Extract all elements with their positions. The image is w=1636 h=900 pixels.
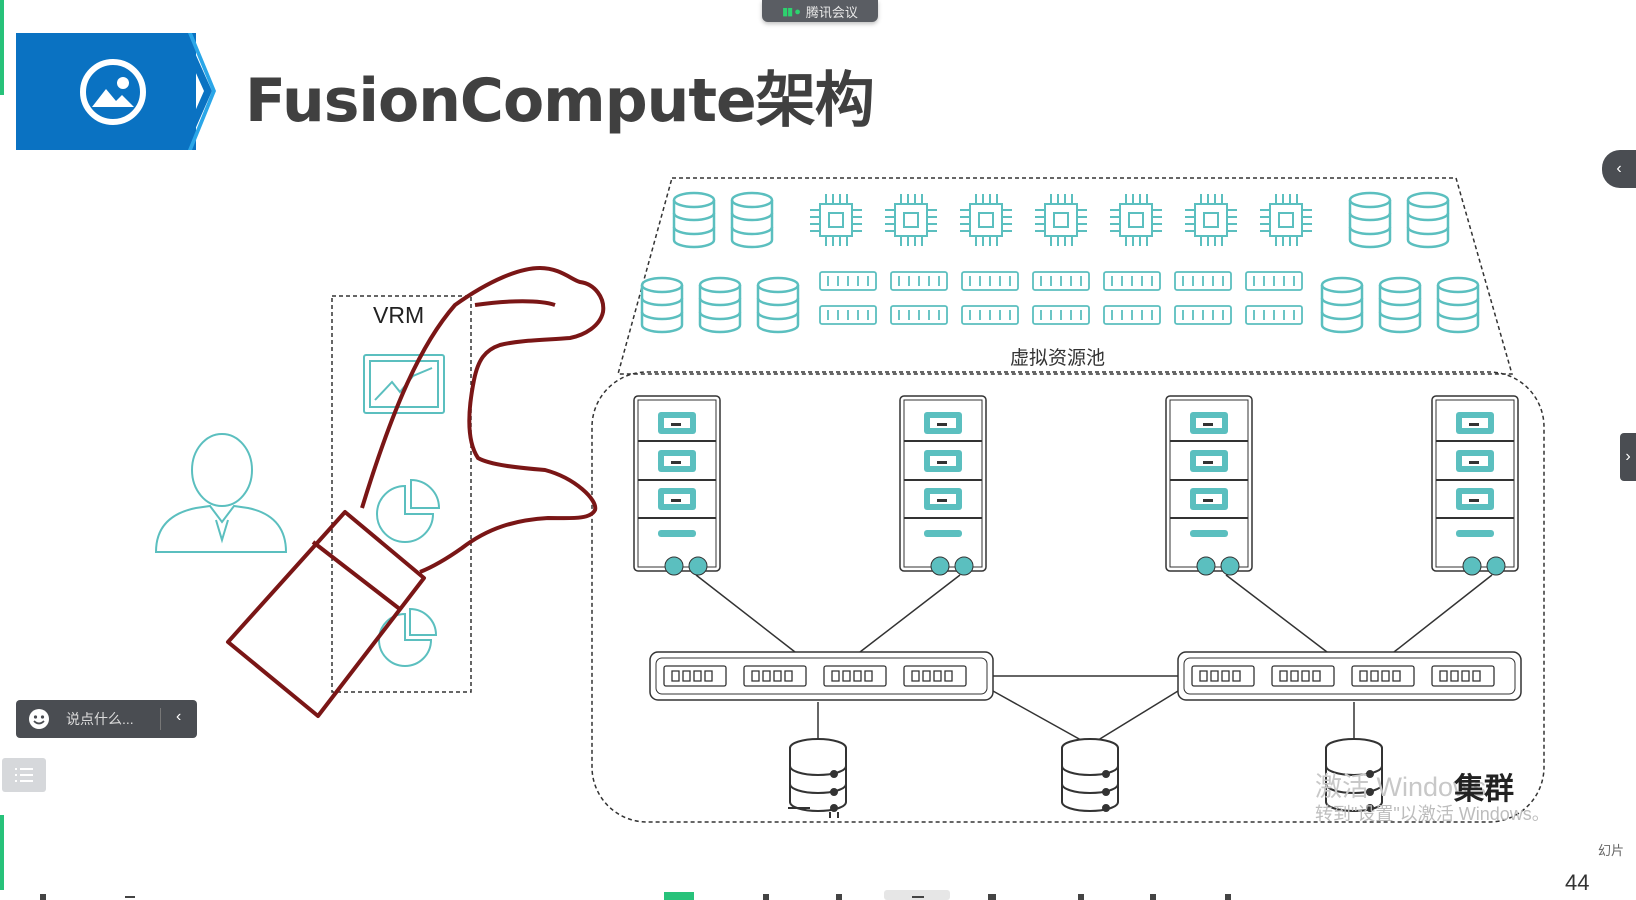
bottom-toolbar (40, 890, 1231, 900)
server-4 (1431, 395, 1519, 576)
list-icon[interactable] (2, 758, 46, 792)
activation-watermark-text: 转到"设置"以激活 Windows。 (1315, 804, 1550, 824)
list-glyph (15, 768, 33, 782)
resource-pool-boundary (617, 177, 1513, 375)
chat-input-bar[interactable]: 说点什么... ‹ (16, 700, 197, 738)
vrm-box (331, 295, 472, 693)
hand-outline-icon (226, 266, 606, 718)
switch-1 (649, 651, 994, 701)
image-icon (80, 59, 146, 125)
side-collapse-tab[interactable]: ‹ (1602, 150, 1636, 188)
accent-bar-top (0, 0, 4, 95)
meeting-app-tab[interactable]: ▮▮ ● 腾讯会议 (762, 0, 878, 22)
cluster-label: 集群 (1454, 772, 1514, 807)
resource-pool-label: 虚拟资源池 (1010, 347, 1106, 369)
switch-2 (1177, 651, 1522, 701)
server-2 (899, 395, 987, 576)
chat-placeholder[interactable]: 说点什么... (66, 711, 134, 727)
pool-database-icons-top (672, 191, 1450, 249)
cluster-boundary (591, 371, 1545, 823)
meeting-tab-label: 腾讯会议 (805, 4, 858, 20)
chat-collapse-button[interactable]: ‹ (176, 708, 182, 725)
accent-bar-bottom (0, 815, 4, 890)
chat-divider (160, 708, 161, 730)
toolbar-item-active (664, 892, 694, 900)
server-icons (633, 395, 1519, 576)
chart-icon (363, 354, 445, 414)
activation-watermark-title: 激活 Windows (1315, 772, 1487, 802)
chevron-icon (178, 33, 216, 150)
server-1 (633, 395, 721, 576)
server-3 (1165, 395, 1253, 576)
storage-database-icons (788, 738, 1383, 818)
side-expand-tab[interactable]: › (1620, 433, 1636, 481)
signal-icon: ▮▮ ● (782, 5, 801, 18)
pool-database-icons-bottom (640, 276, 1480, 334)
switch-icons (649, 651, 1522, 701)
page-number: 44 (1565, 870, 1590, 895)
toolbar-item-selected (884, 890, 950, 900)
pie-icon-2 (378, 607, 438, 667)
user-icon (154, 433, 288, 553)
page-title: FusionCompute架构 (245, 66, 875, 136)
vrm-label: VRM (373, 302, 425, 328)
memory-icons (819, 271, 1303, 325)
smile-icon[interactable] (28, 708, 50, 730)
pie-icon (376, 478, 441, 543)
cpu-icons (810, 194, 1312, 246)
corner-label: 幻片 (1598, 843, 1625, 858)
